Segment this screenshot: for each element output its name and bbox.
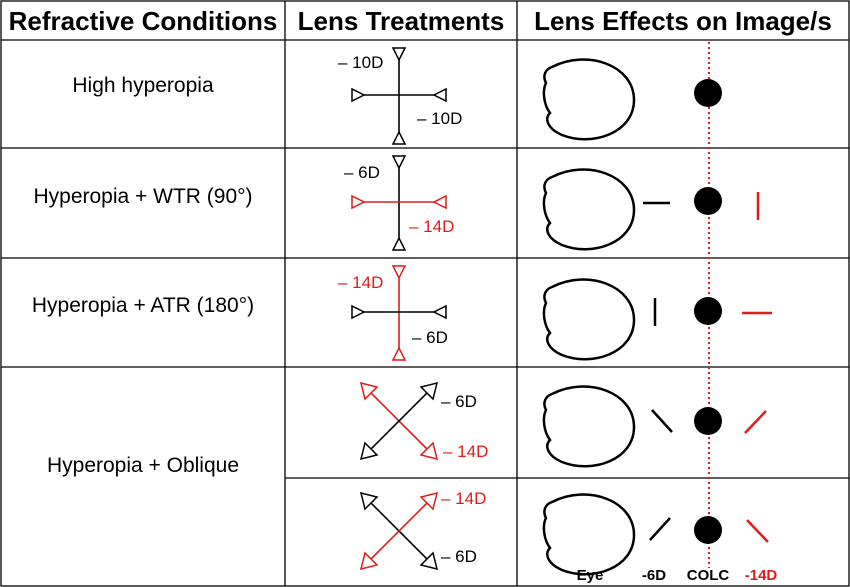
arrow-icon [359,551,379,571]
lens-cross-wtr [351,155,447,251]
arrow-icon [391,130,407,145]
eye-icon [542,493,636,576]
arrow-icon [391,346,407,361]
arrow-icon [391,155,407,170]
arrow-icon [419,381,439,401]
power-label: – 14D [409,217,454,236]
eye-icon [542,278,636,361]
eye-icon [542,385,636,468]
image-line-6d [651,409,673,433]
condition-wtr: Hyperopia + WTR (90°) [33,185,252,208]
arrow-icon [351,87,366,103]
power-label: – 10D [417,109,462,128]
header-conditions: Refractive Conditions [9,6,278,36]
arrow-icon [419,441,439,461]
colc-dot [694,407,722,435]
image-line-14d [744,410,767,434]
footer-14d-label: -14D [745,567,778,584]
eye-icon [542,58,636,141]
power-label: – 10D [338,53,383,72]
footer-6d-label: -6D [642,567,666,584]
arrow-icon [391,47,407,62]
power-label: – 14D [443,442,488,461]
power-label: – 14D [441,489,486,508]
condition-atr: Hyperopia + ATR (180°) [32,294,254,317]
arrow-icon [359,441,379,461]
power-label: – 6D [412,328,448,347]
footer-eye-label: Eye [577,567,604,584]
power-label: – 6D [441,392,477,411]
arrow-icon [432,87,447,103]
power-label: – 6D [344,163,380,182]
colc-dot [694,187,722,215]
lens-cross-high-hyperopia [351,47,447,145]
arrow-icon [391,265,407,280]
colc-dot [694,516,722,544]
colc-dot [694,297,722,325]
arrow-icon [359,491,379,511]
condition-oblique: Hyperopia + Oblique [47,454,239,477]
colc-dot [694,79,722,107]
header-effects: Lens Effects on Image/s [534,6,832,36]
arrow-icon [391,236,407,251]
header-treatments: Lens Treatments [298,6,505,36]
arrow-icon [351,194,366,210]
condition-high-hyperopia: High hyperopia [72,74,214,97]
lens-cross-oblique-2 [359,491,439,571]
arrow-icon [419,491,439,511]
lens-cross-atr [351,265,447,361]
arrow-icon [359,381,379,401]
power-label: – 14D [338,273,383,292]
image-line-14d [746,519,769,543]
power-label: – 6D [441,547,477,566]
arrow-icon [432,304,447,320]
arrow-icon [419,551,439,571]
image-line-6d [649,517,671,541]
footer-colc-label: COLC [687,567,730,584]
arrow-icon [351,304,366,320]
arrow-icon [432,194,447,210]
lens-cross-oblique-1 [359,381,439,461]
eye-icon [542,168,636,251]
